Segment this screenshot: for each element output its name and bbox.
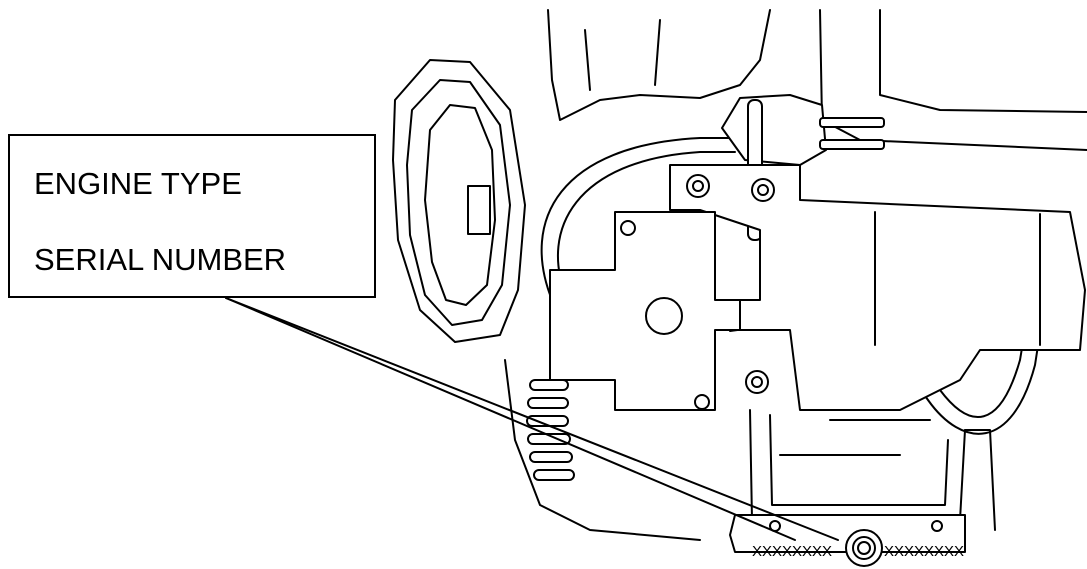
cover-plate	[549, 211, 769, 411]
engine-housing	[547, 9, 1087, 151]
leader-lines	[225, 297, 839, 541]
engine-type-label: ENGINE TYPE	[34, 166, 242, 201]
air-cleaner-ring	[392, 59, 526, 343]
serial-number-label: SERIAL NUMBER	[34, 242, 287, 277]
serial-plate: XXXXXXXX XXXXXXXX	[729, 514, 966, 567]
callout-box: ENGINE TYPE SERIAL NUMBER	[8, 134, 376, 298]
plate-right-code: XXXXXXXX	[884, 543, 964, 560]
plate-left-code: XXXXXXXX	[752, 543, 832, 560]
control-box	[669, 164, 1086, 411]
crankcase	[749, 409, 996, 531]
